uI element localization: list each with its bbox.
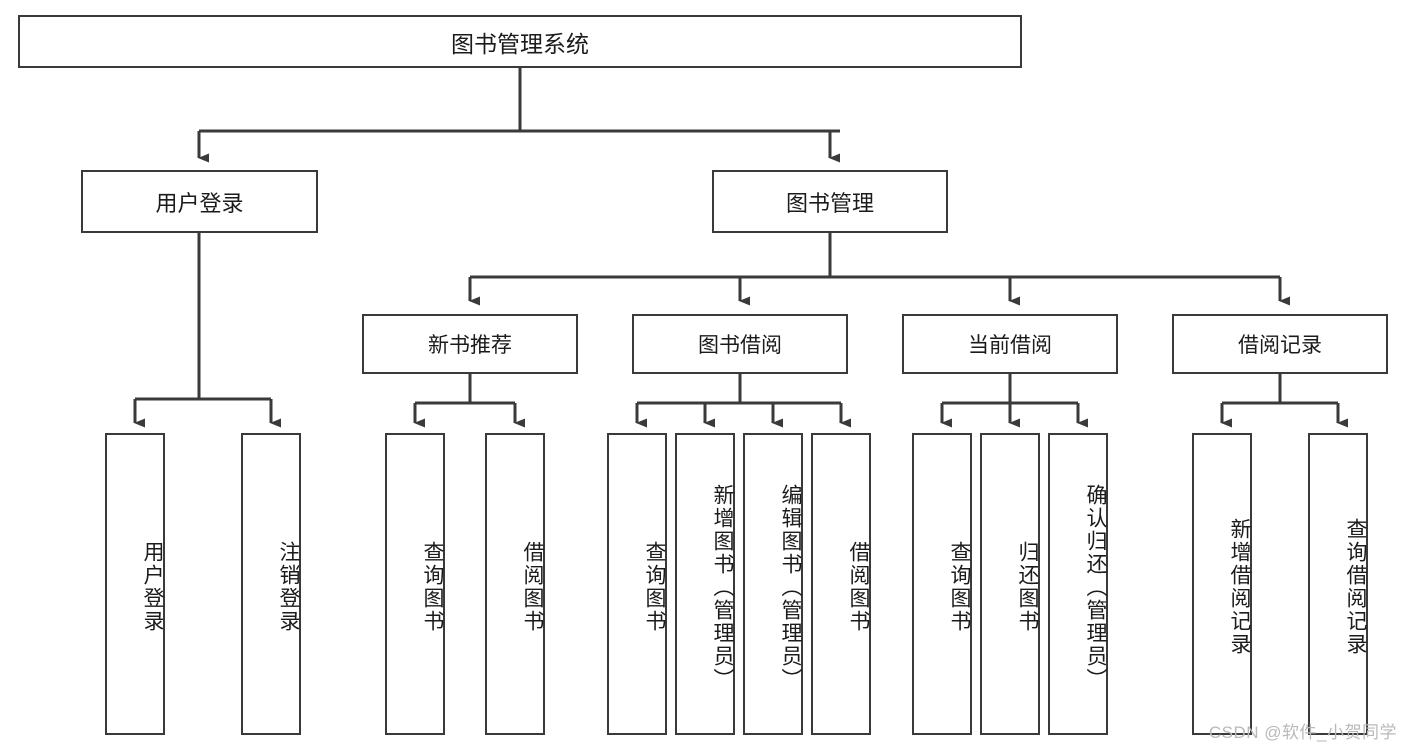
node-label: 编辑图书（管理员）	[779, 483, 802, 691]
node-label: 查询借阅记录	[1344, 518, 1367, 656]
leaf-book-borrow-query[interactable]: 查询图书	[607, 433, 667, 735]
node-borrow-record[interactable]: 借阅记录	[1172, 314, 1388, 374]
node-current-borrow[interactable]: 当前借阅	[902, 314, 1118, 374]
leaf-book-borrow-borrow[interactable]: 借阅图书	[811, 433, 871, 735]
node-label: 用户登录	[141, 541, 164, 633]
leaf-new-book-borrow[interactable]: 借阅图书	[485, 433, 545, 735]
watermark-text: CSDN @软件_小贺同学	[1208, 723, 1397, 742]
node-label: 当前借阅	[968, 334, 1052, 357]
leaf-current-borrow-return[interactable]: 归还图书	[980, 433, 1040, 735]
node-label: 新书推荐	[428, 334, 512, 357]
leaf-user-login-login[interactable]: 用户登录	[105, 433, 165, 735]
node-label: 借阅记录	[1238, 334, 1322, 357]
node-label: 借阅图书	[847, 541, 870, 633]
node-label: 新增图书（管理员）	[711, 483, 734, 691]
leaf-book-borrow-add[interactable]: 新增图书（管理员）	[675, 433, 735, 735]
leaf-user-login-logout[interactable]: 注销登录	[241, 433, 301, 735]
node-label: 新增借阅记录	[1228, 518, 1251, 656]
node-user-login[interactable]: 用户登录	[81, 170, 318, 233]
node-label: 图书借阅	[698, 334, 782, 357]
node-label: 用户登录	[155, 190, 244, 216]
node-label: 图书管理系统	[451, 30, 589, 57]
node-label: 查询图书	[643, 541, 666, 633]
leaf-new-book-query[interactable]: 查询图书	[385, 433, 445, 735]
node-root-book-management-system[interactable]: 图书管理系统	[18, 15, 1022, 68]
leaf-borrow-record-add[interactable]: 新增借阅记录	[1192, 433, 1252, 735]
node-book-borrow[interactable]: 图书借阅	[632, 314, 848, 374]
node-label: 查询图书	[948, 541, 971, 633]
node-label: 查询图书	[421, 541, 444, 633]
node-label: 注销登录	[277, 541, 300, 633]
node-label: 归还图书	[1016, 541, 1039, 633]
node-label: 图书管理	[785, 190, 874, 216]
leaf-current-borrow-query[interactable]: 查询图书	[912, 433, 972, 735]
leaf-borrow-record-query[interactable]: 查询借阅记录	[1308, 433, 1368, 735]
leaf-book-borrow-edit[interactable]: 编辑图书（管理员）	[743, 433, 803, 735]
node-label: 确认归还（管理员）	[1084, 483, 1107, 691]
node-label: 借阅图书	[521, 541, 544, 633]
node-book-management[interactable]: 图书管理	[712, 170, 948, 233]
node-new-book-recommend[interactable]: 新书推荐	[362, 314, 578, 374]
leaf-current-borrow-confirm-return[interactable]: 确认归还（管理员）	[1048, 433, 1108, 735]
